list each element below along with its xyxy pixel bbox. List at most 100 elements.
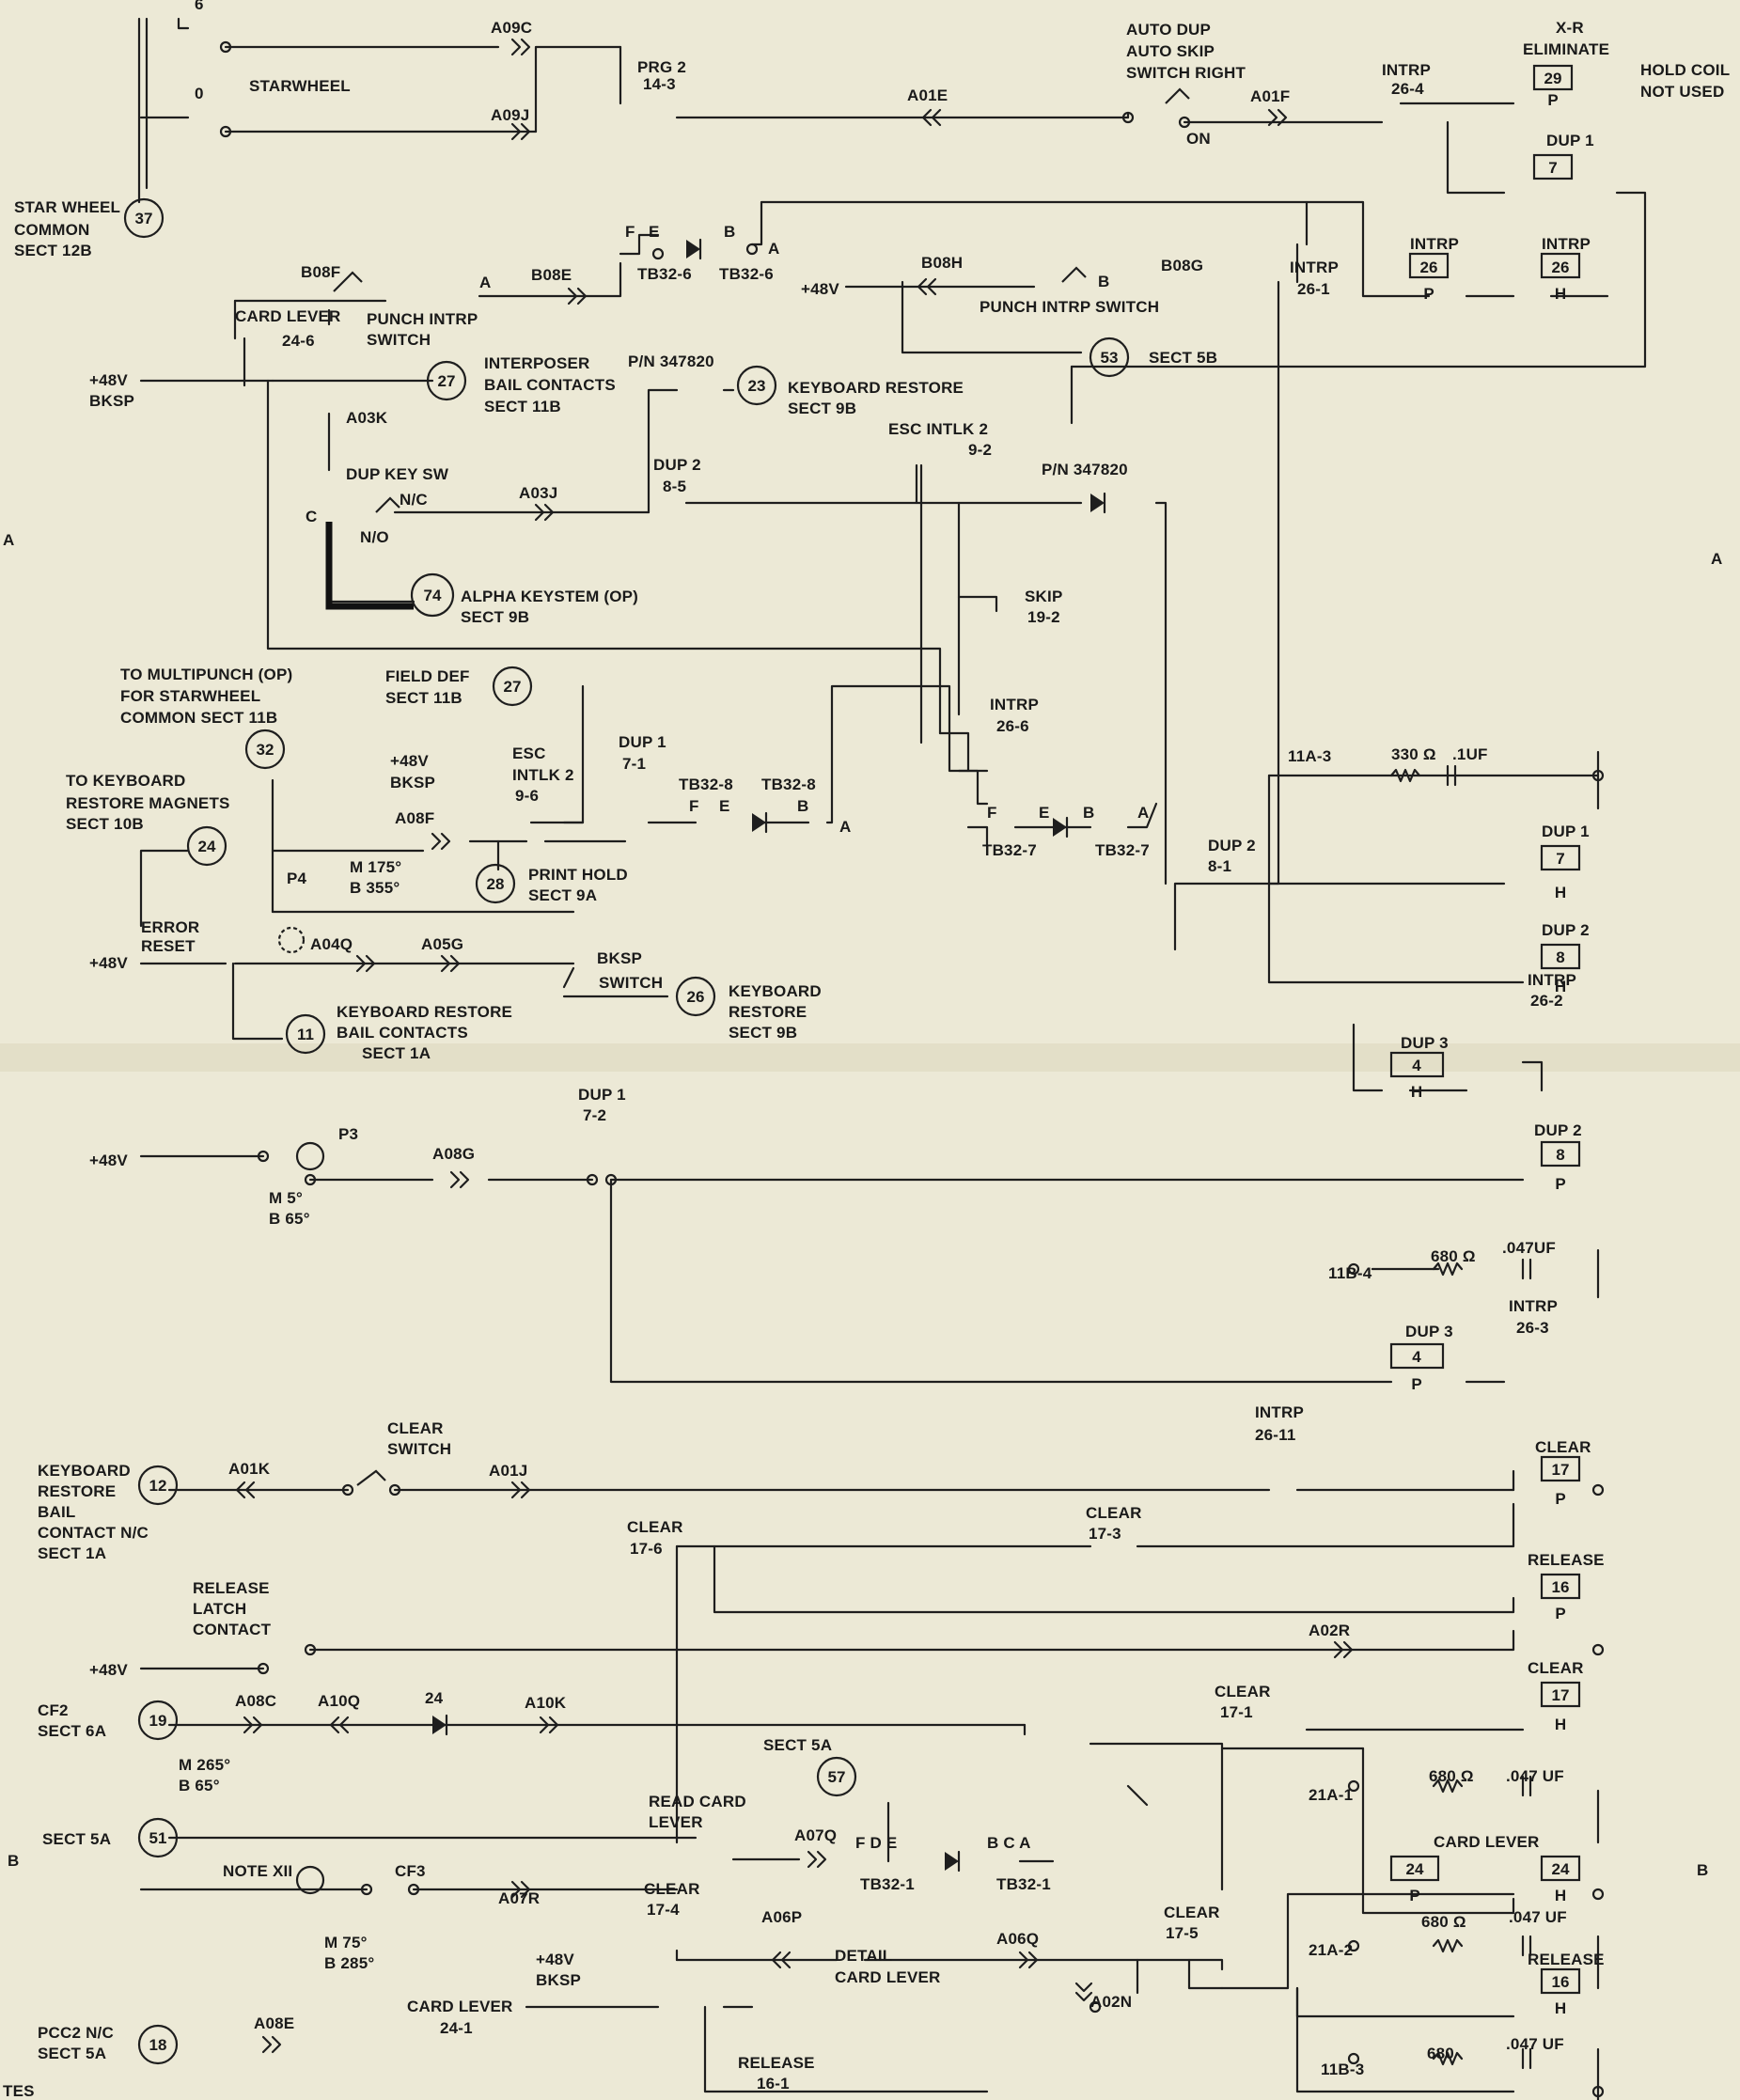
- label-a09c: A09C: [491, 19, 532, 37]
- relay-24a-number: 24: [1406, 1860, 1424, 1878]
- label-a01f: A01F: [1250, 87, 1290, 105]
- label-release-latch-2: LATCH: [193, 1600, 246, 1618]
- label-note-xii: NOTE XII: [223, 1862, 292, 1880]
- label-m5: M 5°: [269, 1189, 303, 1207]
- label-c: C: [306, 508, 317, 525]
- label-clear-174-pin: 17-4: [647, 1901, 680, 1919]
- label-a05g: A05G: [421, 935, 463, 953]
- label-read-card-lever: LEVER: [649, 1813, 703, 1831]
- label-notes: TES: [3, 2082, 35, 2100]
- label-card-lever-relay: CARD LEVER: [1434, 1833, 1540, 1851]
- ref-circle-32: [244, 729, 286, 770]
- label-clear-171-pin: 17-1: [1220, 1703, 1253, 1721]
- ref-37-number: 37: [135, 210, 153, 227]
- label-047uf-a: .047 UF: [1506, 1767, 1564, 1785]
- label-pcc2: PCC2 N/C: [38, 2024, 114, 2042]
- ref-circle-19: [137, 1700, 179, 1741]
- mid-labels: +48V BKSP 27 INTERPOSER BAIL CONTACTS SE…: [3, 353, 1722, 626]
- label-a04q: A04Q: [310, 935, 353, 953]
- label-starwheel: STARWHEEL: [249, 77, 351, 95]
- label-mp-e: E: [719, 797, 730, 815]
- label-dup2-pin: 8-5: [663, 478, 686, 495]
- label-clear-175-pin: 17-5: [1166, 1924, 1199, 1942]
- label-sect-9a: SECT 9A: [528, 886, 597, 904]
- label-dup1: DUP 1: [1546, 132, 1594, 149]
- label-21a-1: 21A-1: [1309, 1786, 1353, 1804]
- ref-circle-51: [137, 1817, 179, 1858]
- ref-57-number: 57: [828, 1768, 846, 1786]
- label-keyboard-restore: KEYBOARD RESTORE: [788, 379, 964, 397]
- relay-boxes: [1389, 64, 1581, 1995]
- label-cf2: CF2: [38, 1701, 69, 1719]
- label-card-lever: CARD LEVER: [235, 307, 341, 325]
- label-auto-skip: AUTO SKIP: [1126, 42, 1215, 60]
- label-release-b: RELEASE: [1528, 1951, 1605, 1968]
- label-intrp-264: INTRP: [1382, 61, 1431, 79]
- label-a06p: A06P: [761, 1908, 802, 1926]
- label-a06q: A06Q: [996, 1930, 1039, 1948]
- ref-circle-12: [137, 1465, 179, 1506]
- label-eliminate: ELIMINATE: [1523, 40, 1609, 58]
- relay-4-hold: H: [1411, 1083, 1422, 1101]
- label-side-a-right: A: [1711, 550, 1722, 568]
- label-card-lever-241-pin: 24-1: [440, 2019, 473, 2037]
- ref-74-number: 74: [424, 587, 442, 604]
- label-intrp-263-pin: 26-3: [1516, 1319, 1549, 1337]
- relay-24a-pick: P: [1409, 1887, 1419, 1904]
- label-side-a-left: A: [3, 531, 14, 549]
- ref-53-number: 53: [1101, 349, 1119, 367]
- label-plus48v-release: +48V: [89, 1661, 128, 1679]
- label-not-used: NOT USED: [1640, 83, 1724, 101]
- ref-circle-37: [123, 197, 165, 239]
- label-sect-5a: SECT 5A: [42, 1830, 111, 1848]
- label-alpha-keystem: ALPHA KEYSTEM (OP): [461, 588, 638, 605]
- label-a01k: A01K: [228, 1460, 271, 1478]
- label-intrp-262-pin: 26-2: [1530, 992, 1563, 1010]
- ref-27a-number: 27: [438, 372, 456, 390]
- relay-8b-number: 8: [1556, 1146, 1564, 1164]
- label-a03j: A03J: [519, 484, 557, 502]
- label-punch-intrp-switch: PUNCH INTRP SWITCH: [980, 298, 1159, 316]
- label-release-161: RELEASE: [738, 2054, 815, 2072]
- label-dup1-mp-pin: 7-1: [622, 755, 646, 773]
- bottom-labels: INTRP 26-11 CLEAR SWITCH KEYBOARD RESTOR…: [3, 1403, 1708, 2100]
- label-sect-9b-c: SECT 9B: [729, 1024, 797, 1042]
- label-card-lever-241: CARD LEVER: [407, 1998, 513, 2015]
- ref-circle-24: [186, 825, 227, 867]
- label-intrp-2611-pin: 26-11: [1255, 1426, 1296, 1444]
- paper-fold-crease: [0, 1043, 1740, 1072]
- label-clear-174: CLEAR: [644, 1880, 700, 1898]
- label-a07q: A07Q: [794, 1826, 837, 1844]
- label-plus48v-mp: +48V: [390, 752, 429, 770]
- label-hold-coil: HOLD COIL: [1640, 61, 1730, 79]
- label-047uf-c: .047 UF: [1506, 2035, 1564, 2053]
- relay-24b-number: 24: [1552, 1860, 1570, 1878]
- ref-18-number: 18: [149, 2036, 167, 2054]
- label-047uf-b: .047 UF: [1509, 1908, 1567, 1926]
- rc-networks: [1389, 750, 1600, 2100]
- label-330-ohm: 330 Ω: [1391, 745, 1436, 763]
- label-intrp-264-pin: 26-4: [1391, 80, 1424, 98]
- ref-circle-26: [675, 976, 716, 1017]
- label-kb-bail-3: SECT 1A: [362, 1044, 431, 1062]
- label-switch-right: SWITCH RIGHT: [1126, 64, 1246, 82]
- label-a08c: A08C: [235, 1692, 276, 1710]
- label-prg2: PRG 2: [637, 58, 686, 76]
- label-clear-173: CLEAR: [1086, 1504, 1142, 1522]
- label-star-wheel: STAR WHEEL: [14, 198, 120, 216]
- label-fe-b: B: [724, 223, 735, 241]
- label-kb-restore-c: RESTORE: [729, 1003, 807, 1021]
- relay-4b-number: 4: [1412, 1348, 1421, 1366]
- label-clear-switch-a: CLEAR: [387, 1419, 444, 1437]
- relay-26b-hold: H: [1555, 285, 1566, 303]
- label-intrp-26b: INTRP: [1542, 235, 1591, 253]
- label-p3: P3: [338, 1125, 358, 1143]
- label-clear-176-pin: 17-6: [630, 1540, 663, 1558]
- label-tb32-6a: TB32-6: [637, 265, 692, 283]
- label-pn-347820-b: P/N 347820: [1042, 461, 1128, 478]
- ref-11-number: 11: [297, 1026, 314, 1043]
- label-kb-bail-2: BAIL CONTACTS: [337, 1024, 468, 1042]
- label-dup1-c-pin: 7-2: [583, 1106, 606, 1124]
